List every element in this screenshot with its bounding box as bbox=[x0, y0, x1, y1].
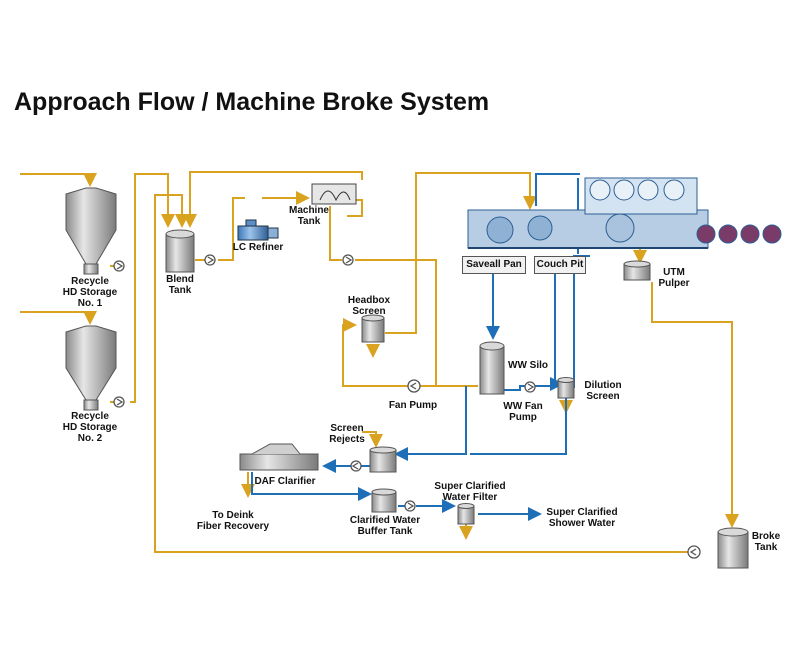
pump-hd2 bbox=[113, 396, 125, 408]
ww-silo bbox=[479, 341, 505, 395]
lc-refiner bbox=[237, 219, 279, 241]
water-line-daf-to-buffer bbox=[251, 472, 372, 501]
water-line-machine-top bbox=[535, 173, 580, 206]
pulp-lines bbox=[20, 171, 739, 553]
pump-buffer bbox=[404, 500, 416, 512]
paper-machine bbox=[467, 177, 782, 249]
pulp-line-screen-rejects bbox=[362, 431, 383, 448]
clarified-water-buffer-tank bbox=[371, 488, 397, 513]
pulp-line-feed-hd1 bbox=[20, 173, 97, 187]
water-line-dilution-up bbox=[573, 255, 590, 388]
recycle-hd-storage-2 bbox=[65, 325, 117, 411]
pump-fan bbox=[407, 379, 421, 393]
pump-rejects bbox=[350, 460, 362, 472]
pump-hd1 bbox=[113, 260, 125, 272]
pulp-line-utm-to-broke bbox=[651, 282, 739, 528]
pulp-line-recirc bbox=[183, 171, 363, 228]
label-ww-silo: WW Silo bbox=[508, 360, 548, 371]
blend-tank bbox=[165, 229, 195, 273]
machine-tank bbox=[311, 183, 357, 205]
water-line-dilution-to-drain bbox=[470, 398, 567, 455]
water-line-silo-down bbox=[394, 386, 467, 461]
pump-machine-tank bbox=[342, 254, 354, 266]
saveall-pan-box: Saveall Pan bbox=[462, 256, 526, 274]
label-daf-clarifier: DAF Clarifier bbox=[254, 476, 316, 487]
pulp-line-hd-header bbox=[134, 173, 175, 266]
pulp-line-feed-hd2 bbox=[20, 311, 97, 325]
couch-pit-box: Couch Pit bbox=[534, 256, 586, 274]
page-title: Approach Flow / Machine Broke System bbox=[14, 88, 490, 116]
pulp-line-fan-loop bbox=[342, 318, 408, 387]
water-line-couch-down bbox=[550, 272, 564, 391]
pumps bbox=[113, 254, 701, 559]
pulp-line-tank-out bbox=[329, 206, 342, 261]
broke-tank bbox=[717, 527, 749, 569]
label-lc-refiner: LC Refiner bbox=[232, 242, 284, 253]
utm-pulper bbox=[623, 260, 651, 281]
pulp-line-to-silo-header bbox=[355, 259, 437, 387]
headbox-screen bbox=[361, 314, 385, 343]
recycle-hd-storage-1 bbox=[65, 187, 117, 275]
water-line-ww-fan bbox=[502, 385, 556, 391]
pump-blend bbox=[204, 254, 216, 266]
pulp-line-broke-return bbox=[154, 194, 688, 553]
super-clarified-water-filter bbox=[457, 503, 475, 525]
pulp-line-headbox-out bbox=[385, 172, 537, 334]
pulp-line-tank-overflow bbox=[347, 199, 363, 217]
pulp-line-to-refiner bbox=[218, 197, 245, 261]
pump-broke bbox=[687, 545, 701, 559]
screen-rejects-tank bbox=[369, 446, 397, 473]
dilution-screen bbox=[557, 377, 575, 399]
label-fan-pump: Fan Pump bbox=[388, 400, 438, 411]
daf-clarifier bbox=[239, 443, 319, 471]
pump-ww-fan bbox=[524, 381, 536, 393]
